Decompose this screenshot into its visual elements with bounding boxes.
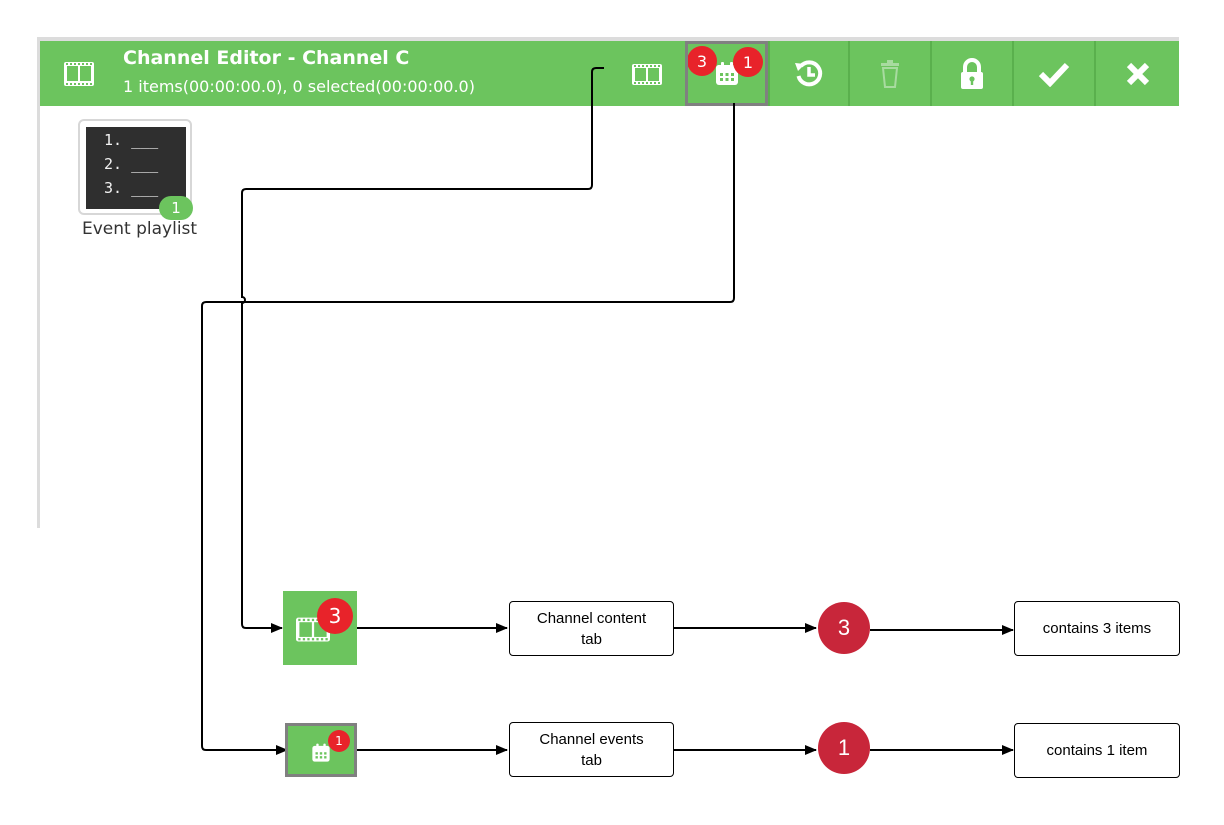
events-result-box: contains 1 item — [1014, 723, 1180, 778]
playlist-line: 1. ___ — [104, 131, 159, 149]
calendar-icon — [312, 743, 330, 762]
box-label-line: tab — [581, 751, 602, 769]
check-icon — [1038, 62, 1070, 87]
toolbar-divider — [1012, 41, 1014, 106]
channel-content-tab-box: Channel content tab — [509, 601, 674, 656]
content-count-badge: 3 — [317, 598, 353, 634]
channel-events-button[interactable]: 1 — [685, 41, 768, 106]
close-icon — [1126, 62, 1149, 85]
events-count-badge: 1 — [733, 47, 763, 77]
selection-summary: 1 items(00:00:00.0), 0 selected(00:00:00… — [123, 77, 475, 96]
box-label-line: tab — [581, 630, 602, 648]
connector-content — [241, 67, 604, 633]
delete-button[interactable] — [850, 41, 930, 106]
history-button[interactable] — [770, 41, 848, 106]
box-label-line: Channel events — [539, 730, 644, 748]
close-button[interactable] — [1096, 41, 1179, 106]
playlist-icon: 1. ___ 2. ___ 3. ___ — [86, 127, 186, 209]
toolbar-divider — [848, 41, 850, 106]
film-icon — [64, 62, 94, 86]
content-count-badge: 3 — [687, 46, 717, 76]
trash-icon — [881, 59, 899, 88]
lock-icon — [961, 57, 983, 89]
toolbar: Channel Editor - Channel C 1 items(00:00… — [40, 41, 1179, 106]
page-title: Channel Editor - Channel C — [123, 47, 410, 69]
toolbar-divider — [930, 41, 932, 106]
playlist-count-badge: 1 — [159, 196, 193, 220]
playlist-line: 2. ___ — [104, 155, 159, 173]
event-playlist-tile[interactable]: 1. ___ 2. ___ 3. ___ — [78, 119, 192, 215]
events-count-badge: 1 — [328, 730, 350, 752]
window-border — [37, 41, 40, 528]
content-count-circle: 3 — [818, 602, 870, 654]
events-count-circle: 1 — [818, 722, 870, 774]
confirm-button[interactable] — [1014, 41, 1094, 106]
events-tab-icon: 1 — [285, 723, 357, 777]
film-icon — [632, 63, 662, 85]
calendar-icon — [715, 61, 738, 85]
window-border — [37, 37, 1179, 41]
channel-content-button[interactable]: 3 — [610, 41, 717, 106]
content-tab-icon: 3 — [283, 591, 357, 665]
channel-events-tab-box: Channel events tab — [509, 722, 674, 777]
content-result-box: contains 3 items — [1014, 601, 1180, 656]
connector-events — [201, 103, 735, 755]
toolbar-divider — [768, 41, 770, 106]
playlist-label: Event playlist — [82, 219, 198, 239]
box-label-line: Channel content — [536, 609, 647, 627]
history-icon — [795, 59, 823, 86]
playlist-line: 3. ___ — [104, 179, 159, 197]
toolbar-divider — [1094, 41, 1096, 106]
lock-button[interactable] — [932, 41, 1012, 106]
